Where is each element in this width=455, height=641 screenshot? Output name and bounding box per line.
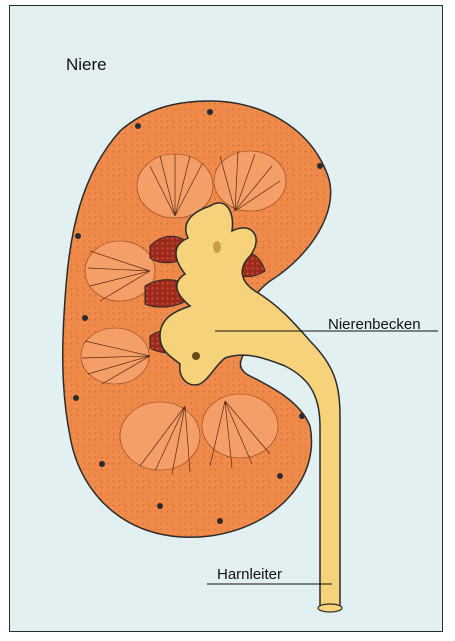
label-renal-pelvis: Nierenbecken bbox=[328, 316, 421, 333]
label-ureter: Harnleiter bbox=[217, 566, 282, 583]
diagram-frame: Niere bbox=[9, 5, 443, 632]
pelvis-detail bbox=[213, 241, 221, 253]
pelvis-detail bbox=[192, 352, 200, 360]
ureter-end bbox=[318, 604, 342, 612]
